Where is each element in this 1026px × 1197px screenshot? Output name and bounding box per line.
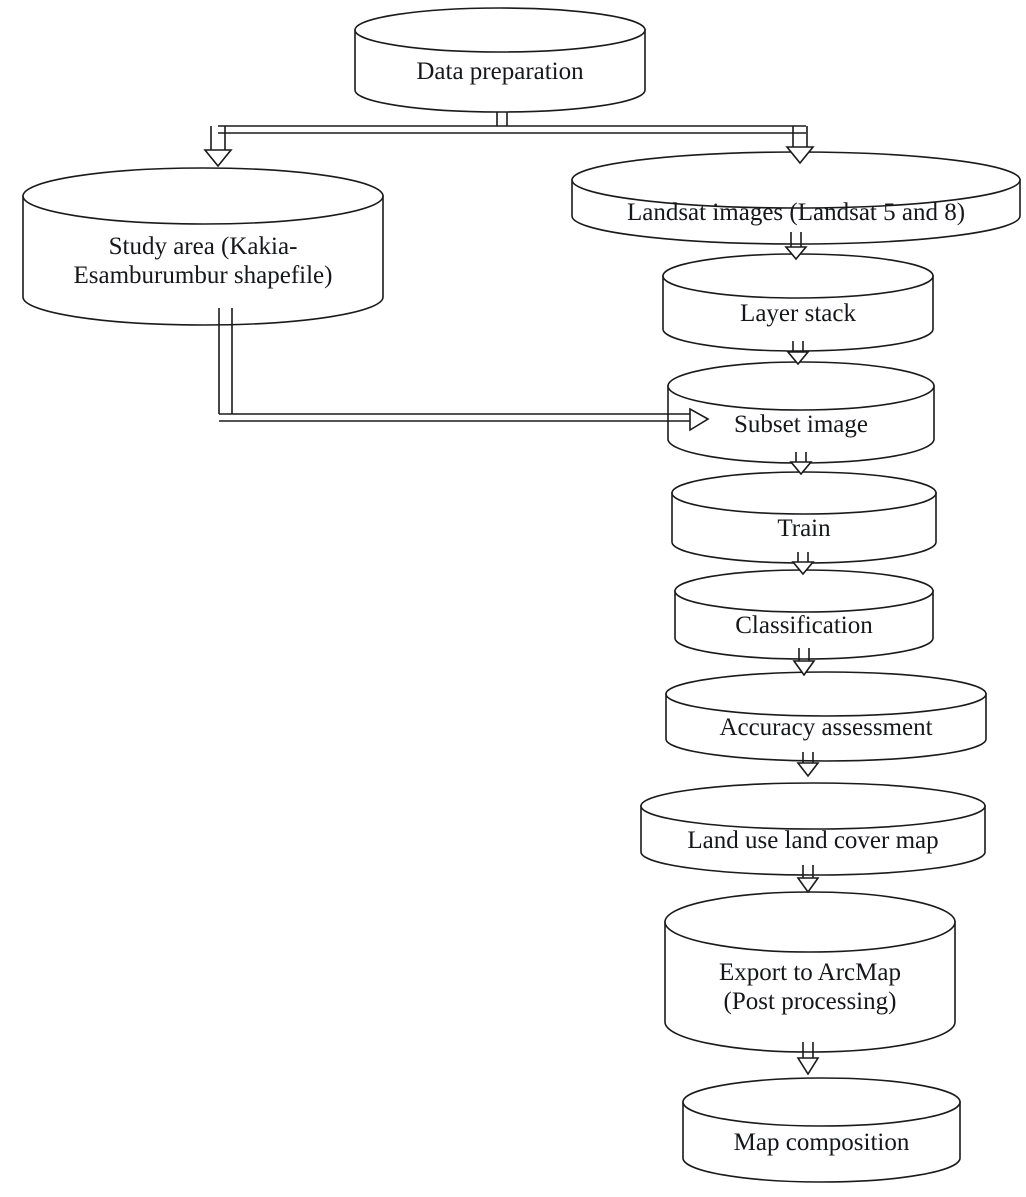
edge-classification-accuracy [792,648,816,677]
edge-accuracy-landuse [796,752,820,778]
edge-subset-train [789,452,813,476]
edge-data-preparation-split [203,112,815,168]
edge-landsat-layer-stack [784,232,808,261]
edge-export-map-composition [796,1042,820,1076]
edge-layer-stack-subset [786,341,810,366]
edge-train-classification [791,552,815,576]
edge-study-area-subset-image [218,308,710,432]
edge-landuse-export [796,865,820,894]
